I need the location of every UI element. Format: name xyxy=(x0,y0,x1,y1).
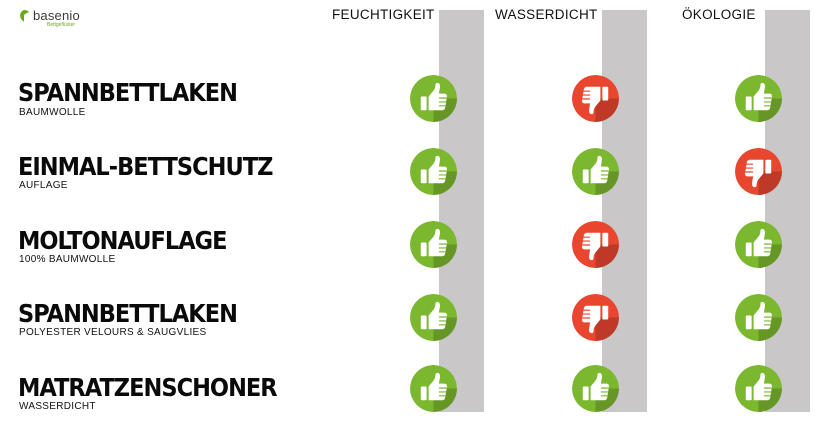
row-title: MATRATZENSCHONER xyxy=(18,373,278,402)
thumbs-up-icon xyxy=(572,148,619,195)
column-header-wasserdicht: WASSERDICHT xyxy=(495,7,598,22)
thumbs-down-icon xyxy=(572,294,619,341)
thumbs-up-icon xyxy=(410,148,457,195)
column-header-feuchtigkeit: FEUCHTIGKEIT xyxy=(332,7,435,22)
thumbs-up-icon xyxy=(410,221,457,268)
brand-logo: basenio Bettgeflüster xyxy=(18,9,80,28)
thumbs-up-icon xyxy=(410,75,457,122)
row-title: SPANNBETTLAKEN xyxy=(18,299,238,328)
thumbs-up-icon xyxy=(735,221,782,268)
row-title: MOLTONAUFLAGE xyxy=(18,226,228,255)
row-subtitle: WASSERDICHT xyxy=(19,401,96,412)
column-stripe-feuchtigkeit xyxy=(439,10,484,412)
row-subtitle: 100% BAUMWOLLE xyxy=(19,254,116,265)
column-stripe-wasserdicht xyxy=(602,10,647,412)
thumbs-up-icon xyxy=(735,294,782,341)
row-subtitle: POLYESTER VELOURS & SAUGVLIES xyxy=(19,327,207,338)
column-stripe-oekologie xyxy=(765,10,810,412)
thumbs-up-icon xyxy=(410,365,457,412)
leaf-icon xyxy=(20,10,29,22)
row-title: SPANNBETTLAKEN xyxy=(18,78,238,107)
thumbs-up-icon xyxy=(572,365,619,412)
thumbs-down-icon xyxy=(735,148,782,195)
thumbs-down-icon xyxy=(572,75,619,122)
brand-tagline: Bettgeflüster xyxy=(47,22,76,28)
row-subtitle: BAUMWOLLE xyxy=(19,107,86,118)
thumbs-up-icon xyxy=(410,294,457,341)
thumbs-up-icon xyxy=(735,75,782,122)
thumbs-down-icon xyxy=(572,221,619,268)
column-header-oekologie: ÖKOLOGIE xyxy=(682,7,756,22)
thumbs-up-icon xyxy=(735,365,782,412)
row-title: EINMAL-BETTSCHUTZ xyxy=(18,152,273,181)
row-subtitle: AUFLAGE xyxy=(19,180,68,191)
brand-name: basenio xyxy=(33,8,80,23)
